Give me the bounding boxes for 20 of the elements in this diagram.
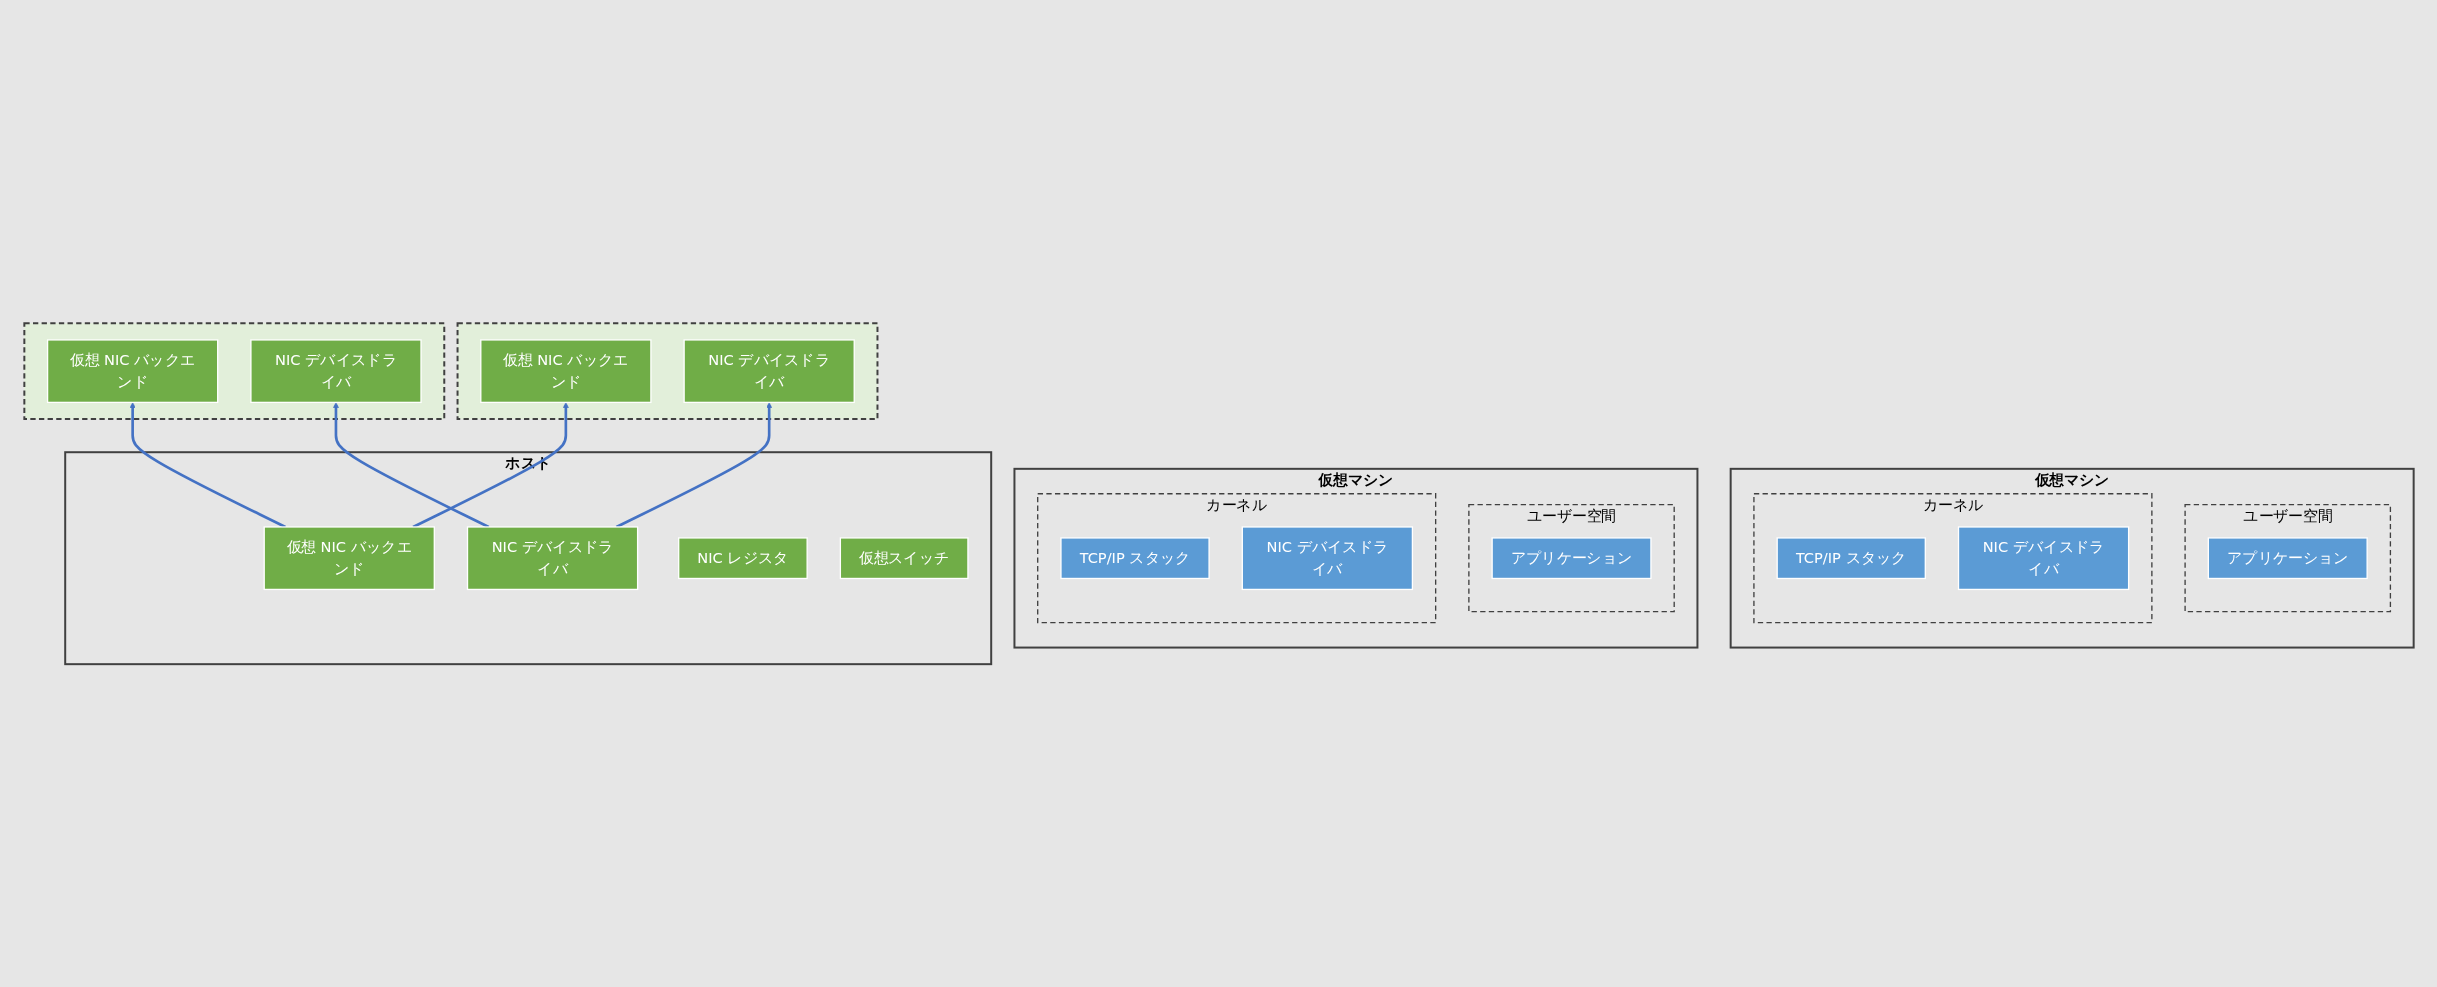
- arrow: [412, 401, 569, 528]
- arrow: [615, 401, 772, 528]
- node-box: 仮想 NIC バックエンド: [46, 339, 218, 403]
- node-box: NIC デバイスドライバ: [682, 339, 855, 403]
- node-box: 仮想 NIC バックエンド: [263, 526, 435, 590]
- node-box: NIC デバイスドライバ: [1241, 526, 1413, 590]
- node-box: NIC デバイスドライバ: [466, 526, 638, 590]
- arrow: [129, 401, 286, 528]
- node-box: NIC デバイスドライバ: [1957, 526, 2129, 590]
- node-box: アプリケーション: [1490, 537, 1652, 579]
- node-box: TCP/IP スタック: [1776, 537, 1926, 579]
- node-box: アプリケーション: [2207, 537, 2368, 579]
- node-box: NIC デバイスドライバ: [249, 339, 422, 403]
- arrow: [332, 401, 489, 528]
- node-box: 仮想 NIC バックエンド: [479, 339, 652, 403]
- cluster: [22, 322, 445, 420]
- cluster: [456, 322, 878, 420]
- node-box: NIC レジスタ: [677, 537, 808, 579]
- node-box: TCP/IP スタック: [1059, 537, 1210, 579]
- node-box: 仮想スイッチ: [839, 537, 969, 579]
